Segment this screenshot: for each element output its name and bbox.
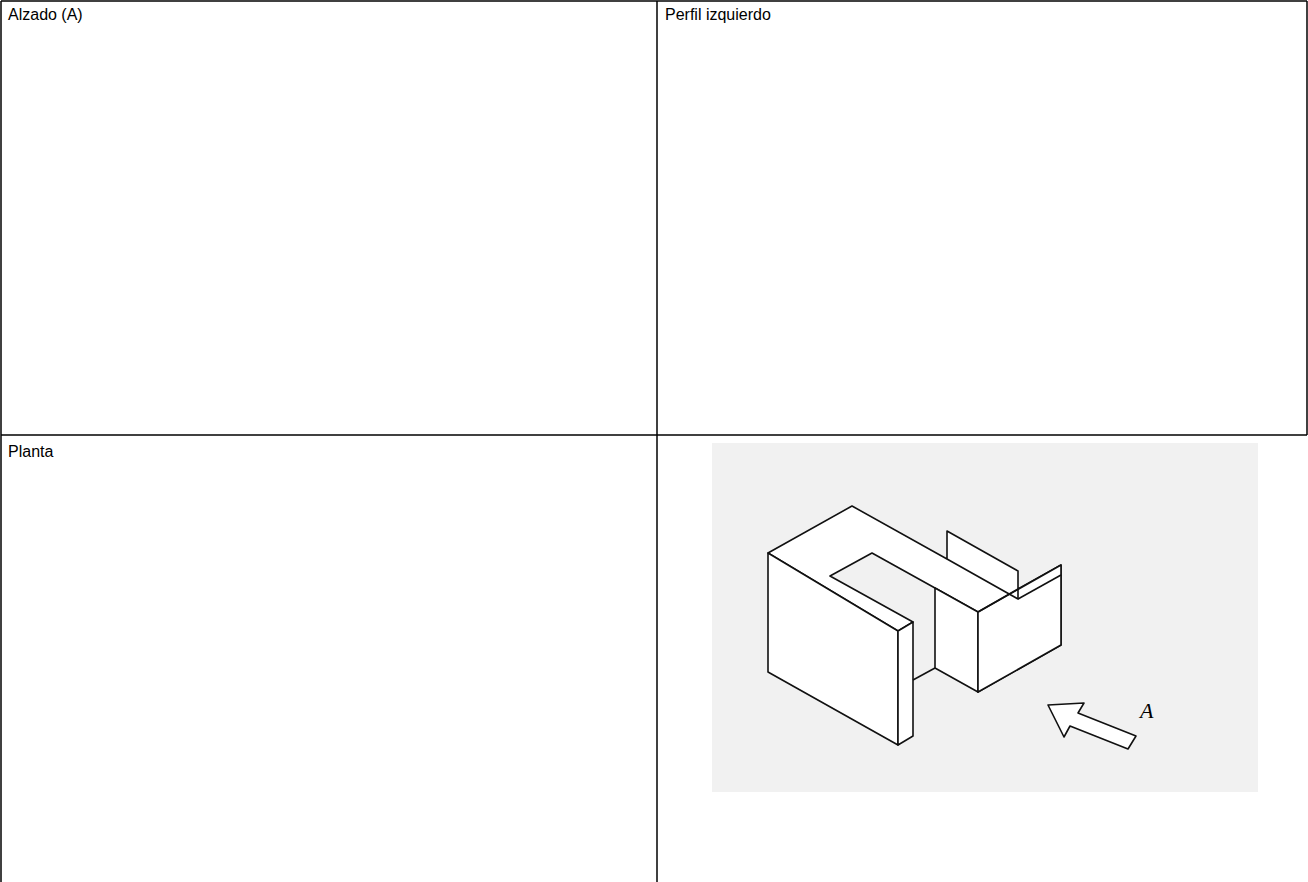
cell-heading: Planta [8,443,53,461]
isometric-part [768,506,1061,745]
view-arrow [1048,703,1136,749]
scan-background [712,443,1258,792]
cell-heading: Alzado (A) [8,6,83,24]
view-letter: A [1140,698,1153,724]
cell-heading: Perfil izquierdo [665,6,771,24]
